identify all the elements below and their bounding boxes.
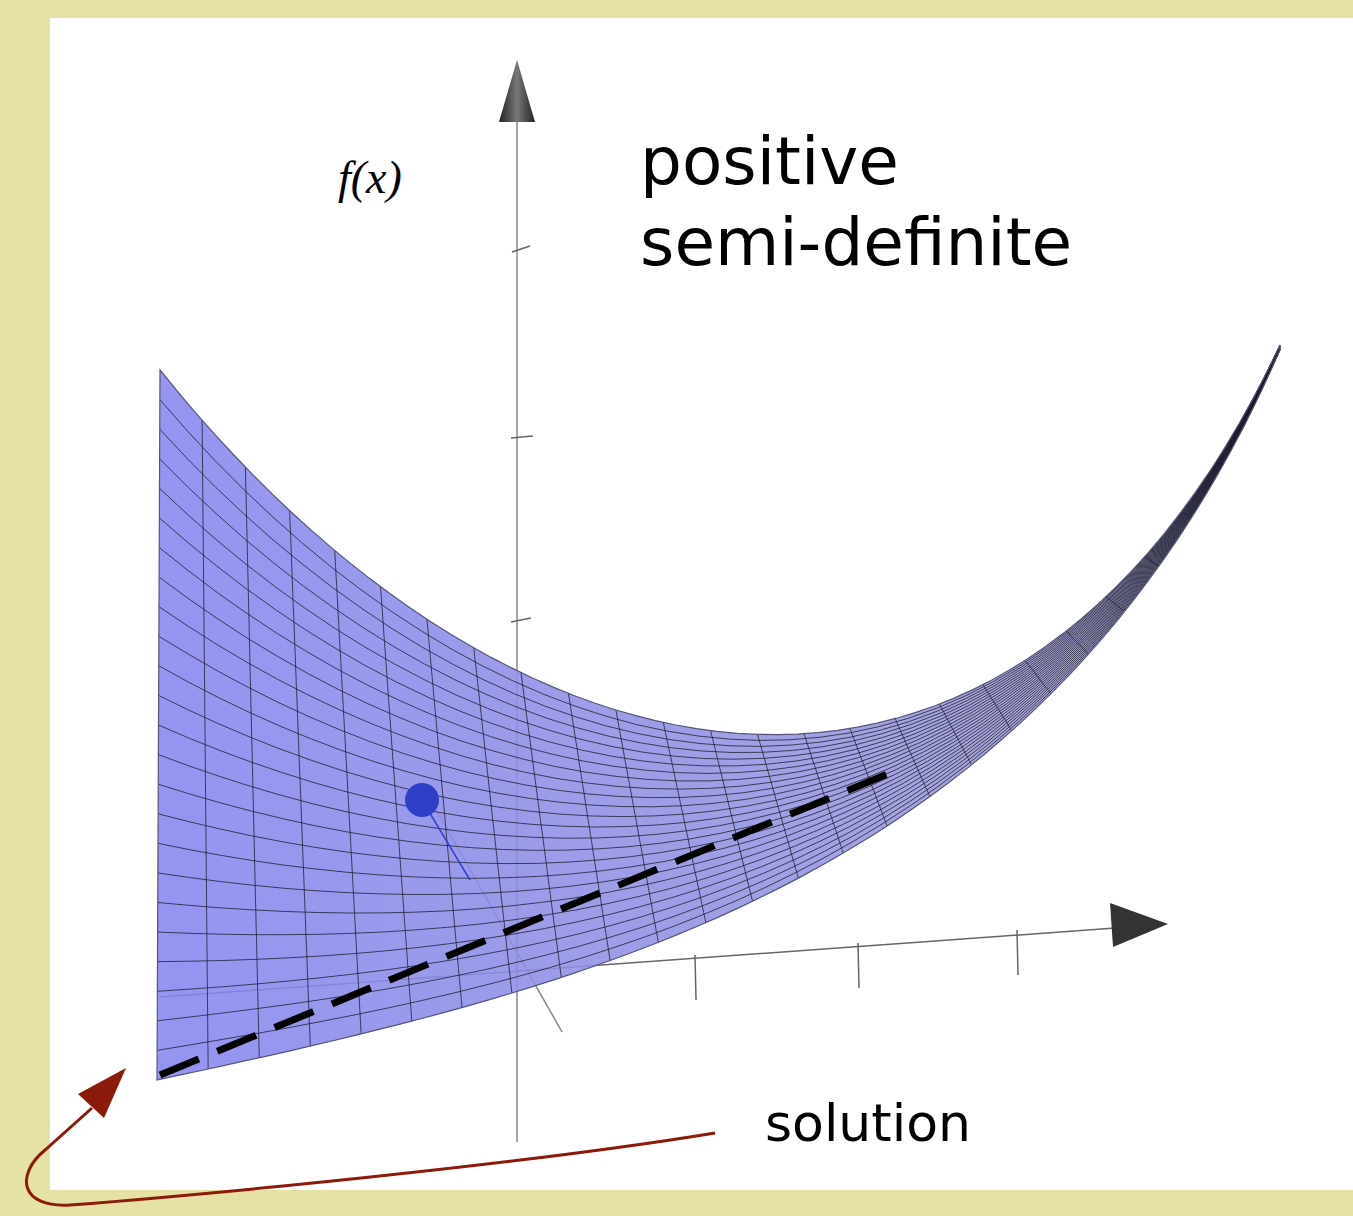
arrow-head [78, 1068, 126, 1118]
mesh-line [160, 345, 1280, 740]
callout-arrow [26, 1108, 715, 1205]
mesh-line [159, 347, 1280, 781]
mesh-line [160, 345, 1280, 746]
mesh-line [158, 348, 1280, 878]
mesh-line [157, 350, 1280, 1021]
surface-fill [157, 345, 1280, 1080]
mesh-line [159, 346, 1280, 773]
mesh-line [159, 347, 1280, 798]
mesh-line [158, 348, 1280, 850]
surface-edge [157, 345, 1280, 1080]
mesh-line [159, 348, 1281, 828]
mesh-line [159, 346, 1280, 766]
mesh-line [158, 349, 1281, 962]
point-dot [405, 783, 439, 817]
axis-label: f(x) [338, 150, 402, 205]
mesh-line [158, 349, 1280, 913]
mesh-line [157, 350, 1280, 1051]
surface-mesh [157, 345, 1280, 1080]
mesh-line [158, 349, 1280, 935]
title-note: positive semi-definite [640, 122, 1086, 283]
mesh-line [159, 347, 1280, 816]
mesh-line [157, 349, 1280, 991]
mesh-line [159, 347, 1280, 789]
solution-line [160, 773, 890, 1075]
mesh-line [160, 346, 1280, 753]
mesh-line [158, 348, 1280, 864]
axis-arrow [1110, 903, 1168, 947]
callout-label: solution [765, 1092, 971, 1154]
axis-arrow [499, 60, 535, 122]
mesh-line [160, 346, 1281, 759]
mesh-line [159, 347, 1280, 807]
mesh-line [158, 348, 1280, 839]
